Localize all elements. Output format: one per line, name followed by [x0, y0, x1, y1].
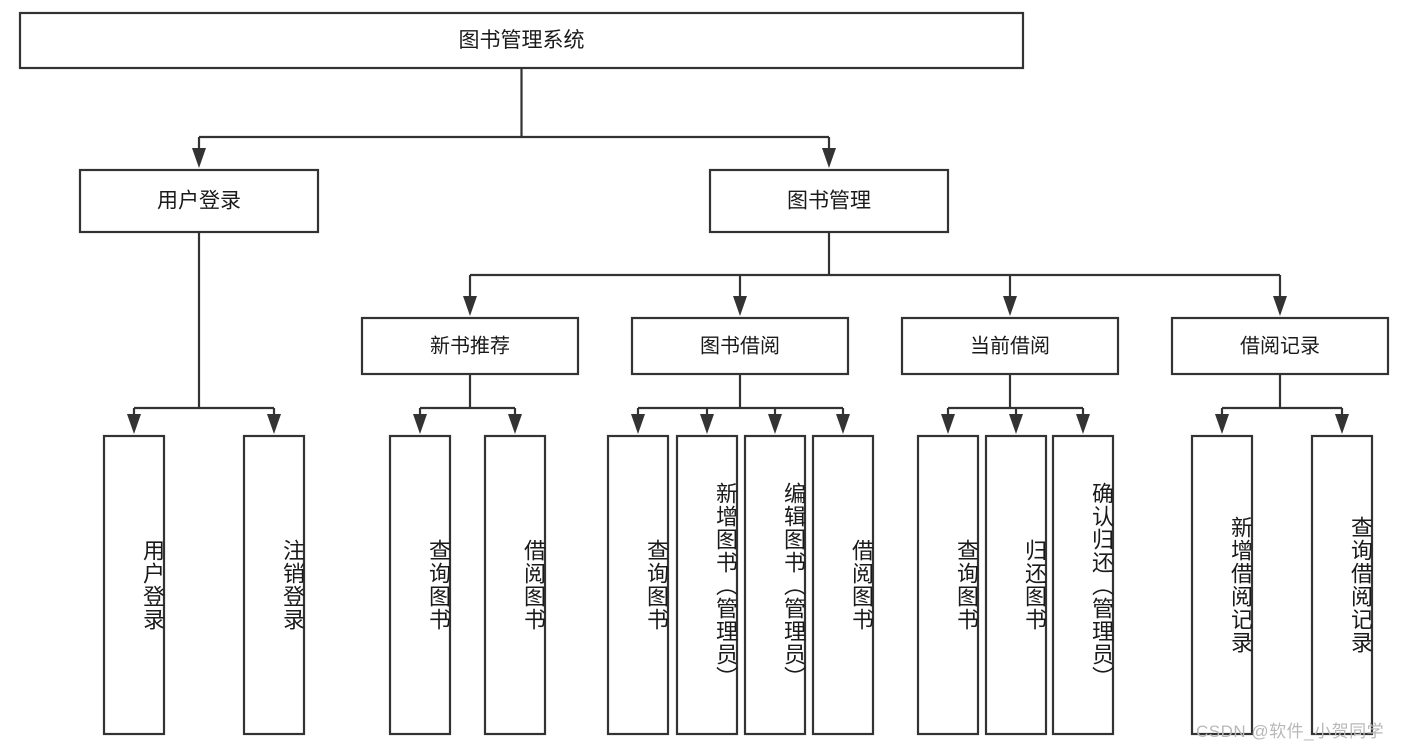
node-label-new-book-recommend: 新书推荐 [430, 334, 510, 357]
arrow-head-icon [1335, 414, 1349, 434]
node-box-book-borrow[interactable] [630, 316, 850, 376]
node-box-leaf-query-record[interactable] [1310, 434, 1374, 736]
node-box-leaf-confirm-return[interactable] [1051, 434, 1115, 736]
node-box-leaf-logout[interactable] [242, 434, 306, 736]
node-box-book-management[interactable] [708, 168, 950, 234]
node-box-root[interactable] [18, 11, 1025, 70]
node-label-user-login: 用户登录 [157, 190, 241, 213]
connectors-layer [127, 68, 1349, 434]
node-label-current-borrow: 当前借阅 [970, 334, 1050, 357]
arrow-head-icon [1009, 414, 1023, 434]
node-box-leaf-query-book-1[interactable] [388, 434, 452, 736]
node-box-leaf-add-book[interactable] [675, 434, 739, 736]
arrow-head-icon [700, 414, 714, 434]
arrow-head-icon [836, 414, 850, 434]
arrow-head-icon [822, 148, 836, 168]
node-box-user-login[interactable] [78, 168, 320, 234]
node-box-current-borrow[interactable] [900, 316, 1120, 376]
node-box-leaf-user-login[interactable] [102, 434, 166, 736]
node-boxes-layer [18, 11, 1390, 736]
node-label-root: 图书管理系统 [459, 29, 585, 52]
arrow-head-icon [1003, 296, 1017, 316]
node-box-leaf-borrow-book-1[interactable] [483, 434, 547, 736]
arrow-head-icon [1273, 296, 1287, 316]
node-box-leaf-query-book-2[interactable] [606, 434, 670, 736]
node-label-book-borrow: 图书借阅 [700, 334, 780, 357]
node-box-new-book-recommend[interactable] [360, 316, 580, 376]
node-label-borrow-record: 借阅记录 [1240, 334, 1320, 357]
node-label-book-management: 图书管理 [787, 190, 871, 213]
arrow-head-icon [631, 414, 645, 434]
node-box-leaf-return-book[interactable] [984, 434, 1048, 736]
node-box-leaf-borrow-book-2[interactable] [811, 434, 875, 736]
arrow-head-icon [941, 414, 955, 434]
node-box-borrow-record[interactable] [1170, 316, 1390, 376]
arrow-head-icon [1076, 414, 1090, 434]
node-box-leaf-query-book-3[interactable] [916, 434, 980, 736]
node-box-leaf-add-record[interactable] [1190, 434, 1254, 736]
arrow-head-icon [768, 414, 782, 434]
arrow-head-icon [733, 296, 747, 316]
arrow-head-icon [413, 414, 427, 434]
arrow-head-icon [1215, 414, 1229, 434]
arrow-head-icon [192, 148, 206, 168]
arrow-head-icon [127, 414, 141, 434]
arrow-head-icon [463, 296, 477, 316]
watermark: CSDN @软件_小贺同学 [1196, 722, 1385, 741]
node-box-leaf-edit-book[interactable] [743, 434, 807, 736]
arrow-head-icon [267, 414, 281, 434]
arrow-head-icon [508, 414, 522, 434]
